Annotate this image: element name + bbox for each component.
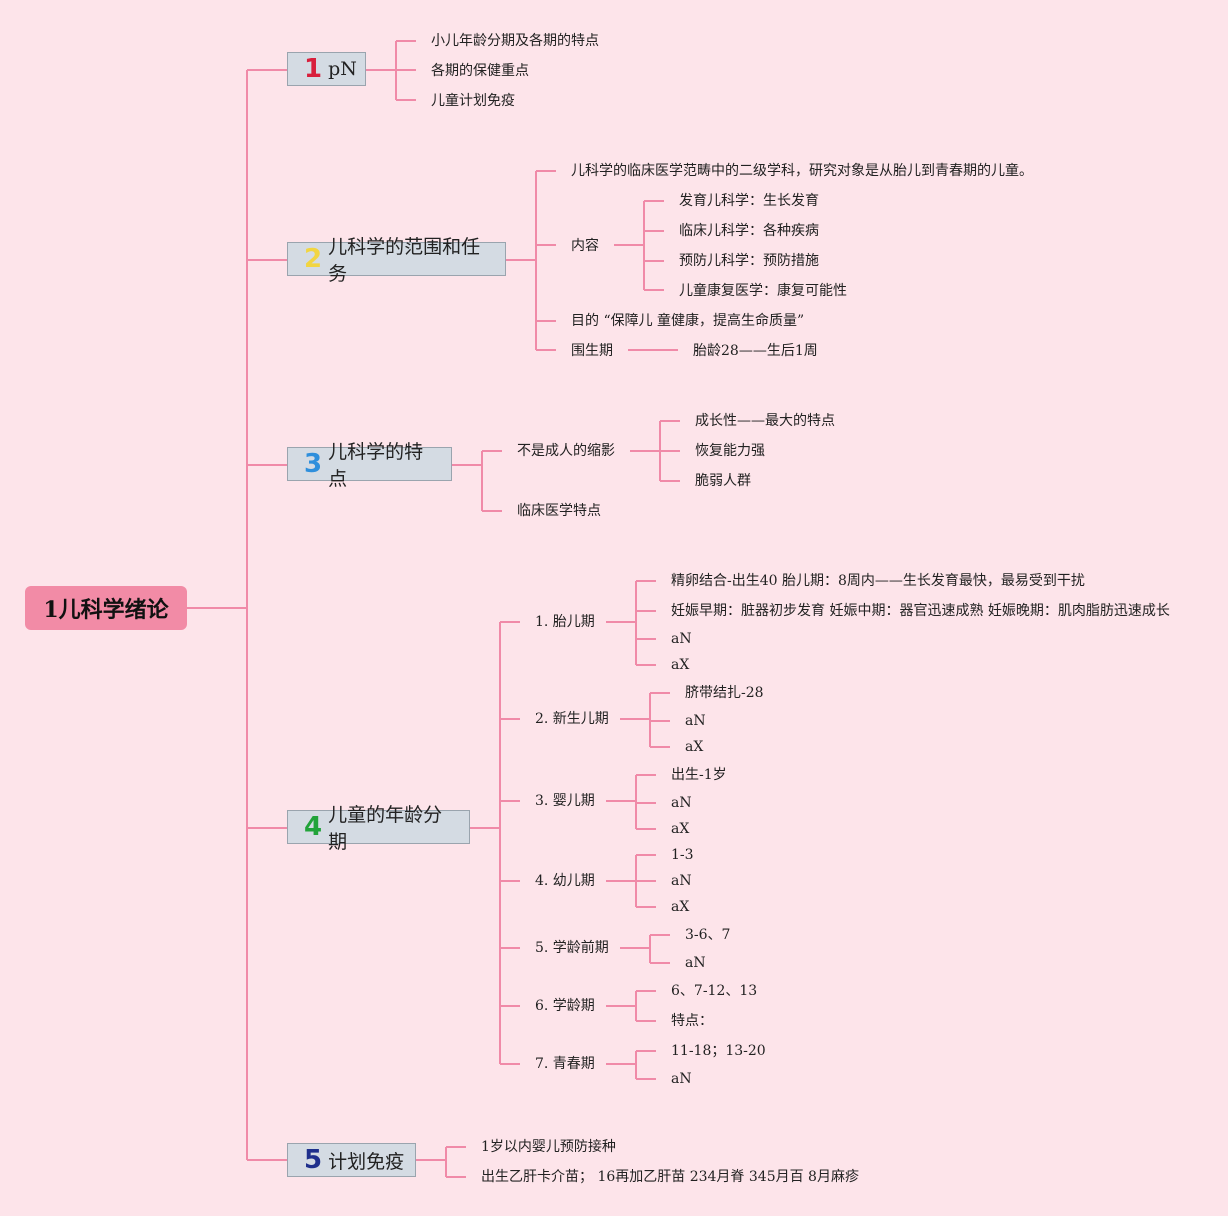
stage-adolescence-item[interactable]: aN (671, 1071, 692, 1087)
t3-not-miniature[interactable]: 不是成人的缩影 (517, 443, 615, 459)
stage-toddler-item[interactable]: aX (671, 899, 690, 915)
t1-item-3[interactable]: 儿童计划免疫 (431, 93, 515, 109)
root-topic[interactable]: 1儿科学绪论 (25, 586, 187, 630)
t1-item-1[interactable]: 小儿年龄分期及各期的特点 (431, 33, 599, 49)
t3-clinical[interactable]: 临床医学特点 (517, 503, 601, 519)
number-5-icon: 5 (304, 1145, 323, 1175)
stage-adolescence-item[interactable]: 11-18；13-20 (671, 1043, 766, 1059)
t2-content-4[interactable]: 儿童康复医学：康复可能性 (679, 283, 847, 299)
stage-fetal-item[interactable]: aX (671, 657, 690, 673)
t3-recovery[interactable]: 恢复能力强 (695, 443, 765, 459)
t5-item-2[interactable]: 出生乙肝卡介苗； 16再加乙肝苗 234月脊 345月百 8月麻疹 (481, 1169, 859, 1185)
t2-content[interactable]: 内容 (571, 238, 599, 254)
stage-fetal-item[interactable]: 妊娠早期：脏器初步发育 妊娠中期：器官迅速成熟 妊娠晚期：肌肉脂肪迅速成长 (671, 603, 1170, 619)
t2-content-1[interactable]: 发育儿科学：生长发育 (679, 193, 819, 209)
number-4-icon: 4 (304, 812, 323, 842)
topic-2-label: 儿科学的范围和任务 (328, 236, 481, 285)
stage-preschool-item[interactable]: 3-6、7 (685, 927, 731, 943)
stage-toddler-item[interactable]: aN (671, 873, 692, 889)
stage-preschool[interactable]: 5. 学龄前期 (535, 940, 609, 956)
stage-toddler-item[interactable]: 1-3 (671, 847, 694, 863)
t2-purpose[interactable]: 目的 “保障儿 童健康，提高生命质量” (571, 313, 805, 329)
stage-neonatal-item[interactable]: aN (685, 713, 706, 729)
stage-neonatal-item[interactable]: aX (685, 739, 704, 755)
stage-school-item[interactable]: 特点： (671, 1013, 713, 1029)
topic-1[interactable]: 1 pN (287, 52, 366, 86)
t2-content-3[interactable]: 预防儿科学：预防措施 (679, 253, 819, 269)
topic-4-label: 儿童的年龄分期 (328, 804, 443, 853)
stage-fetal[interactable]: 1. 胎儿期 (535, 614, 595, 630)
stage-adolescence[interactable]: 7. 青春期 (535, 1056, 595, 1072)
number-2-icon: 2 (304, 244, 323, 274)
stage-infant-item[interactable]: aX (671, 821, 690, 837)
stage-fetal-item[interactable]: 精卵结合-出生40 胎儿期：8周内——生长发育最快，最易受到干扰 (671, 573, 1085, 589)
stage-fetal-item[interactable]: aN (671, 631, 692, 647)
number-1-icon: 1 (304, 54, 323, 84)
number-3-icon: 3 (304, 449, 323, 479)
stage-infant-item[interactable]: aN (671, 795, 692, 811)
stage-infant-item[interactable]: 出生-1岁 (671, 767, 727, 783)
t3-vulnerable[interactable]: 脆弱人群 (695, 473, 751, 489)
stage-neonatal[interactable]: 2. 新生儿期 (535, 711, 609, 727)
t5-item-1[interactable]: 1岁以内婴儿预防接种 (481, 1139, 616, 1155)
topic-3-label: 儿科学的特点 (328, 441, 424, 490)
t1-item-2[interactable]: 各期的保健重点 (431, 63, 529, 79)
topic-2[interactable]: 2 儿科学的范围和任务 (287, 236, 506, 285)
t2-perinatal[interactable]: 围生期 (571, 343, 613, 359)
topic-3[interactable]: 3 儿科学的特点 (287, 441, 452, 490)
t3-growth[interactable]: 成长性——最大的特点 (695, 413, 835, 429)
stage-preschool-item[interactable]: aN (685, 955, 706, 971)
topic-5-label: 计划免疫 (328, 1150, 405, 1173)
stage-school[interactable]: 6. 学龄期 (535, 998, 595, 1014)
t2-perinatal-range[interactable]: 胎龄28——生后1周 (693, 343, 818, 359)
stage-neonatal-item[interactable]: 脐带结扎-28 (685, 685, 764, 701)
topic-1-label: pN (328, 58, 357, 80)
t2-content-2[interactable]: 临床儿科学：各种疾病 (679, 223, 819, 239)
t2-definition[interactable]: 儿科学的临床医学范畴中的二级学科，研究对象是从胎儿到青春期的儿童。 (571, 163, 1033, 179)
topic-5[interactable]: 5 计划免疫 (287, 1143, 416, 1177)
stage-toddler[interactable]: 4. 幼儿期 (535, 873, 595, 889)
stage-infant[interactable]: 3. 婴儿期 (535, 793, 595, 809)
stage-school-item[interactable]: 6、7-12、13 (671, 983, 758, 999)
topic-4[interactable]: 4 儿童的年龄分期 (287, 804, 470, 853)
